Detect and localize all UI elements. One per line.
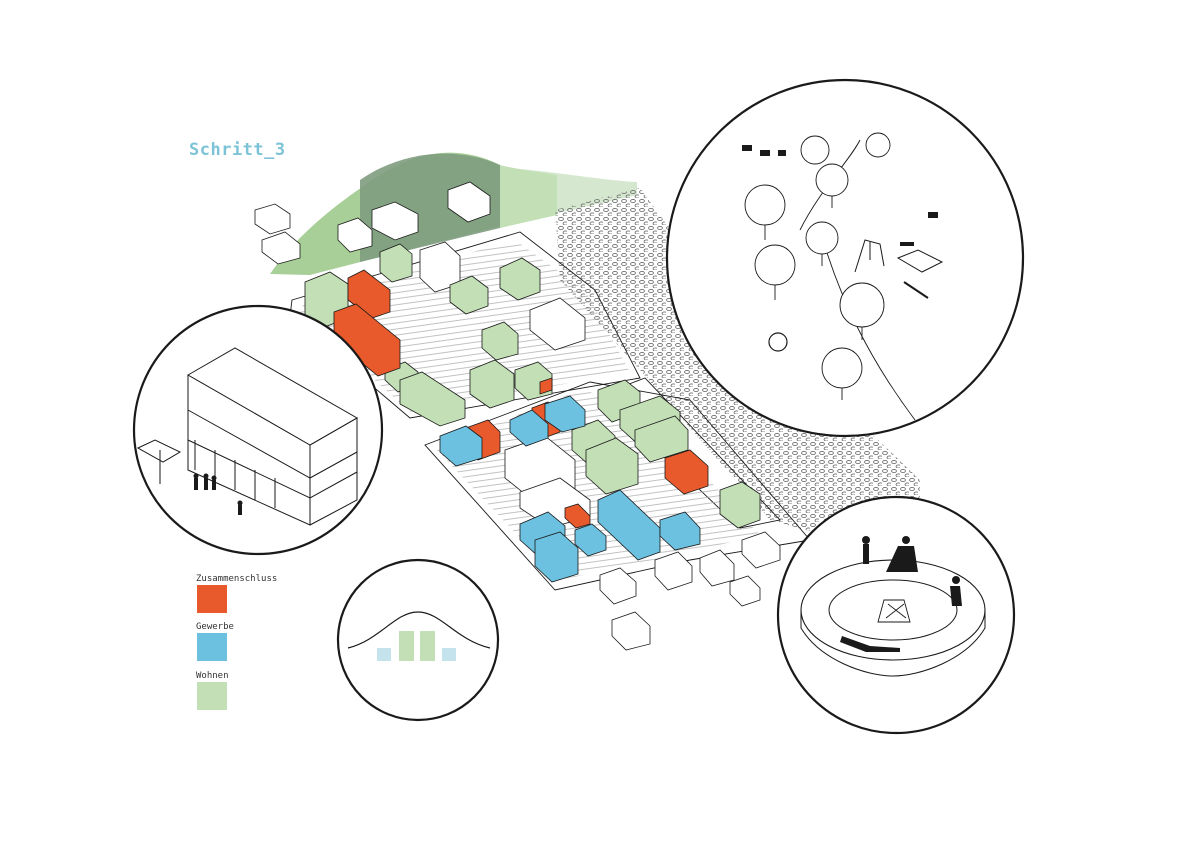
firepit-icon <box>877 599 911 623</box>
legend-swatch-housing <box>197 682 227 710</box>
step-title: Schritt_3 <box>189 140 286 160</box>
bench-icons <box>742 145 938 246</box>
legend-swatch-merger <box>197 585 227 613</box>
context-buildings <box>254 181 781 651</box>
forest-band <box>270 152 637 275</box>
building-inset <box>132 304 384 556</box>
legend-swatch-commercial <box>197 633 227 661</box>
bell-curve <box>347 611 491 649</box>
legend-label-commercial: Gewerbe <box>196 622 234 632</box>
people-icons <box>840 536 962 652</box>
people-icons <box>193 473 243 515</box>
forest-edge <box>500 165 557 228</box>
gathering-inset <box>776 495 1016 735</box>
sandbox-icon <box>896 249 944 273</box>
park-inset <box>665 78 1025 438</box>
legend-label-housing: Wohnen <box>196 671 229 681</box>
plaza-ring-inner <box>828 579 958 641</box>
table-icon <box>768 332 788 352</box>
umbrella-icon <box>136 439 182 484</box>
commercial-buildings <box>439 395 701 583</box>
seesaw-icon <box>903 281 929 299</box>
legend-label-merger: Zusammenschluss <box>196 574 278 584</box>
bar-2 <box>399 631 414 661</box>
swing-icon <box>854 239 885 273</box>
bar-3 <box>420 631 435 661</box>
tree-icons <box>744 132 891 400</box>
bar-4 <box>442 648 456 661</box>
bar-1 <box>377 648 391 661</box>
curve-inset <box>336 558 500 722</box>
